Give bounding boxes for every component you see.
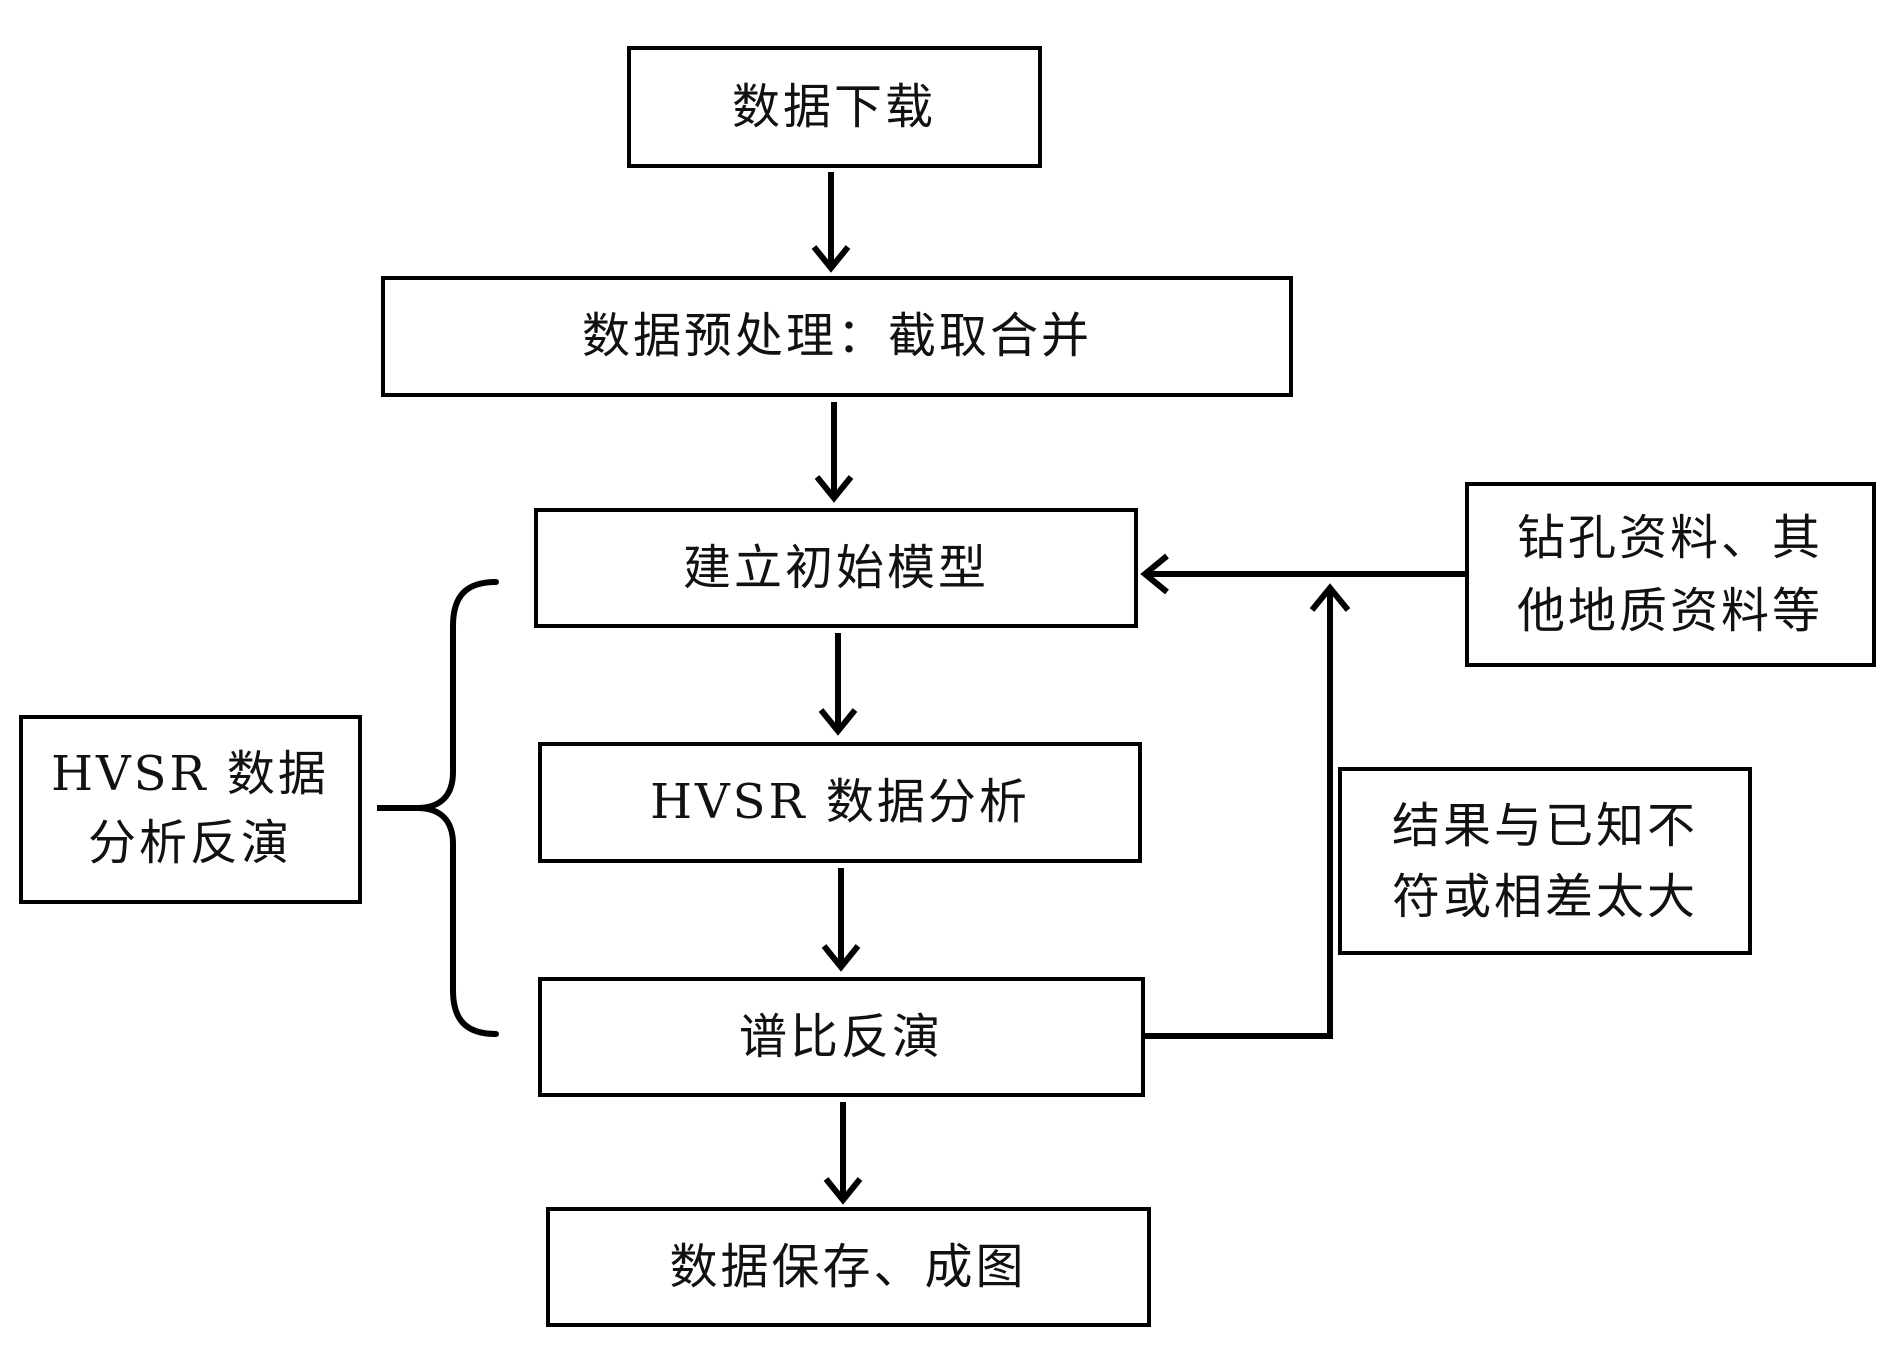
- brace-lower: [414, 805, 499, 1037]
- arrow-head: [821, 944, 861, 972]
- borehole-note-line-1: 钻孔资料、其: [1517, 510, 1823, 566]
- arrow-preprocess-to-model: [814, 402, 854, 503]
- brace-upper: [414, 579, 499, 811]
- borehole-note-box: [1465, 482, 1876, 667]
- arrow-head: [818, 708, 858, 736]
- group-label-line-1: HVSR 数据: [51, 746, 329, 802]
- group-label-box: [19, 715, 362, 904]
- step-initial-model: 建立初始模型: [534, 508, 1138, 628]
- step-initial-model-box: [534, 508, 1138, 628]
- borehole-note: 钻孔资料、其 他地质资料等: [1465, 482, 1876, 667]
- step-download-box: [627, 46, 1042, 168]
- step-preprocess-box: [381, 276, 1293, 397]
- mismatch-note-box: [1338, 767, 1752, 955]
- arrow-model-to-hvsr: [818, 633, 858, 736]
- group-brace: [377, 579, 499, 1037]
- step-save-plot: 数据保存、成图: [546, 1207, 1151, 1327]
- arrow-download-to-preprocess: [811, 172, 851, 273]
- arrow-head: [1309, 583, 1351, 612]
- arrow-borehole-to-model: [1140, 553, 1467, 595]
- arrow-inversion-to-save: [823, 1102, 863, 1205]
- step-hvsr-analysis-box: [538, 742, 1142, 863]
- arrow-head: [1140, 553, 1169, 595]
- step-hvsr-analysis: HVSR 数据分析: [538, 742, 1142, 863]
- feedback-path: [1143, 590, 1333, 1039]
- arrow-head: [823, 1177, 863, 1205]
- step-ratio-inversion-box: [538, 977, 1145, 1097]
- step-preprocess: 数据预处理：截取合并: [381, 276, 1293, 397]
- borehole-note-line-2: 他地质资料等: [1517, 583, 1823, 639]
- mismatch-note-line-2: 符或相差太大: [1392, 869, 1698, 925]
- mismatch-note-line-1: 结果与已知不: [1392, 798, 1698, 854]
- step-initial-model-label: 建立初始模型: [683, 540, 989, 596]
- step-save-plot-box: [546, 1207, 1151, 1327]
- step-save-plot-label: 数据保存、成图: [669, 1239, 1026, 1295]
- arrow-feedback-loop: [1143, 583, 1351, 1039]
- step-hvsr-analysis-label: HVSR 数据分析: [650, 774, 1030, 830]
- group-label: HVSR 数据 分析反演: [19, 715, 362, 904]
- mismatch-note: 结果与已知不 符或相差太大: [1338, 767, 1752, 955]
- group-label-line-2: 分析反演: [88, 815, 292, 871]
- step-preprocess-label: 数据预处理：截取合并: [582, 308, 1092, 364]
- step-ratio-inversion: 谱比反演: [538, 977, 1145, 1097]
- arrow-head: [814, 475, 854, 503]
- step-ratio-inversion-label: 谱比反演: [739, 1009, 943, 1065]
- arrow-head: [811, 245, 851, 273]
- arrow-hvsr-to-inversion: [821, 868, 861, 972]
- step-download-label: 数据下载: [732, 79, 936, 135]
- step-download: 数据下载: [627, 46, 1042, 168]
